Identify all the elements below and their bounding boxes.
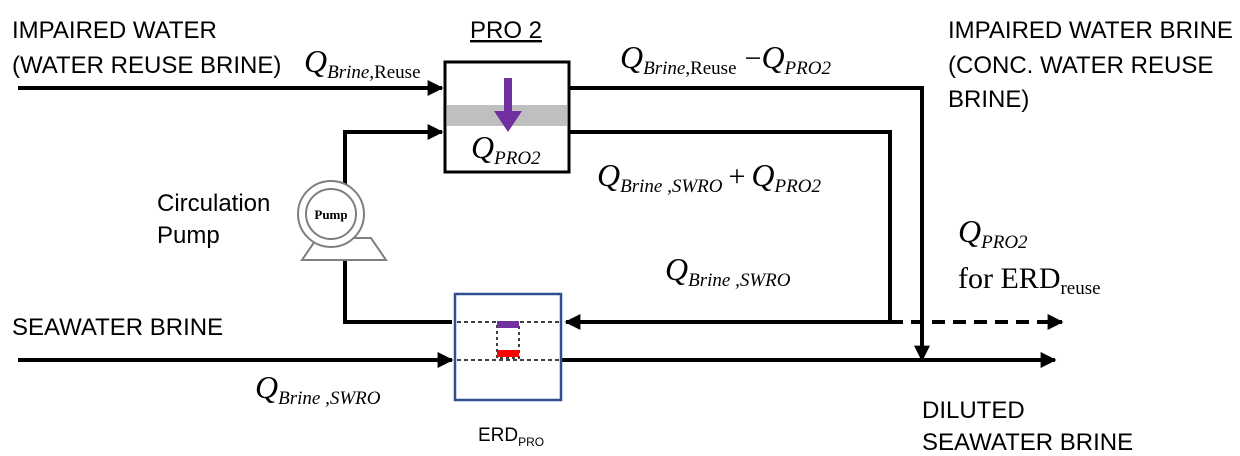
erd-box [453, 292, 563, 402]
pro-draw-outlet-line [570, 130, 892, 322]
brine-reuse-outlet-line [570, 86, 930, 362]
q-pro2-module: QPRO2 [471, 129, 541, 169]
impaired-water-brine-label: IMPAIRED WATER BRINE [948, 17, 1233, 44]
circulation-pump-label: Circulation [157, 190, 270, 217]
seawater-brine-label: SEAWATER BRINE [12, 314, 223, 341]
pump-inner-ring [305, 188, 357, 240]
impaired-water-label-2: (WATER REUSE BRINE) [12, 52, 281, 79]
impaired-water-brine-label-3: BRINE) [948, 86, 1029, 113]
permeate-arrow-icon [494, 111, 522, 132]
q-brine-reuse-minus-pro2: QBrine,Reuse−QPRO2 [620, 39, 831, 79]
q-brine-reuse-inlet: QBrine,Reuse [304, 43, 421, 83]
erd-purple-piston [497, 321, 519, 328]
for-erd-reuse-label: for ERDreuse [958, 262, 1101, 299]
impaired-water-label: IMPAIRED WATER [12, 17, 217, 44]
erd-chamber [496, 323, 520, 359]
erd-pro-label: ERDPRO [478, 425, 544, 449]
q-pro2-for-erd: QPRO2 [958, 213, 1028, 253]
diluted-brine-label-2: SEAWATER BRINE [922, 429, 1133, 456]
diluted-brine-label: DILUTED [922, 397, 1025, 424]
circulation-pump-label-2: Pump [157, 222, 220, 249]
q-brine-swro-inlet: QBrine ,SWRO [255, 369, 381, 409]
q-brine-swro-return: QBrine ,SWRO [665, 251, 791, 291]
erd-red-piston [497, 350, 519, 357]
pump-text: Pump [314, 207, 347, 222]
pro2-title: PRO 2 [470, 17, 542, 44]
q-brine-swro-plus-pro2: QBrine ,SWRO+QPRO2 [597, 157, 821, 197]
impaired-water-brine-label-2: (CONC. WATER REUSE [948, 52, 1213, 79]
